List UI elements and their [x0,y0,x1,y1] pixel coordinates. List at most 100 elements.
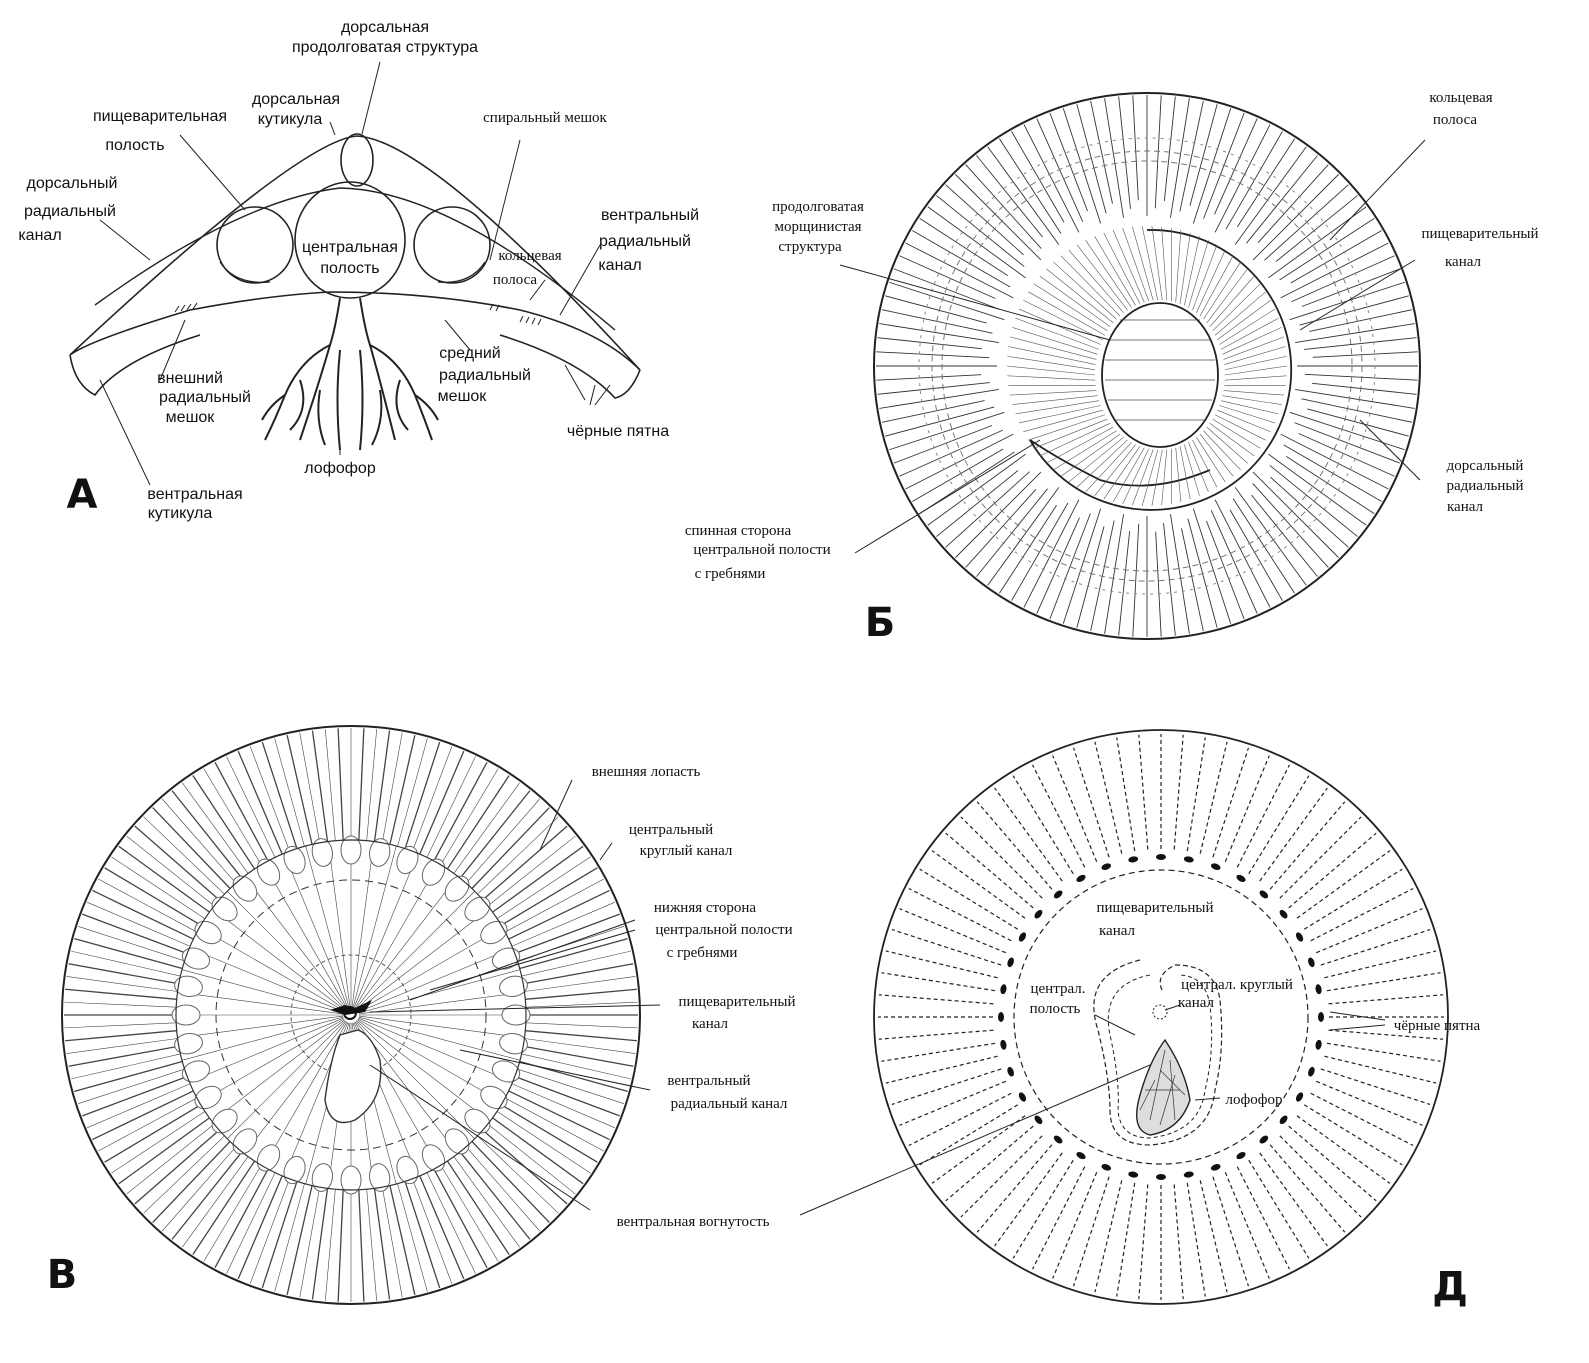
radial-canal-b [1246,155,1318,244]
spiral-hatch [1199,433,1234,477]
radial-canal-b [1062,508,1102,624]
radial-canal-v [525,1030,637,1042]
digestive-canal-ring [1013,869,1309,1165]
spiral-hatch [1033,418,1108,449]
radial-canal-b [1076,104,1107,214]
radial-canal-d [919,1104,1019,1166]
radial-canal-v [453,1156,520,1248]
radial-canal-d [994,1152,1063,1247]
black-spot [1236,1151,1246,1160]
spiral-hatch [1217,300,1271,341]
black-spot [998,1012,1004,1022]
radial-canal-v [471,1141,550,1223]
radial-canal-b [881,400,985,423]
inner-ray-v [353,853,419,1008]
radial-canal-v [64,1022,177,1029]
spiral-hatch [1053,261,1117,320]
outer-lobe [171,1004,201,1026]
spiral-hatch [1060,433,1121,477]
radial-canal-b [912,448,1004,502]
radial-canal-b [1104,514,1124,634]
digestive-cavity-right [413,206,491,284]
radial-canal-v [514,1075,620,1117]
radial-canal-d [1315,1080,1423,1126]
radial-canal-b [1229,509,1283,601]
inner-ray-v [357,1019,491,1122]
radial-canal-b [999,138,1062,234]
spiral-hatch [1206,426,1248,464]
radial-canal-d [1326,1042,1441,1062]
radial-canal-v [299,1187,321,1298]
spiral-hatch [1212,418,1261,449]
inner-ray-v [177,1015,344,1039]
radial-canal-d [1288,1125,1377,1202]
radial-canal-b [1252,174,1339,261]
radial-canal-b [1076,526,1105,628]
radial-canal-v [459,1151,531,1240]
radial-canal-v [64,1001,177,1008]
black-spot [1308,1066,1315,1077]
radial-canal-d [1052,755,1098,863]
radial-canal-v [74,1060,183,1092]
radial-canal-b [1295,323,1415,343]
spiral-hatch [1007,355,1096,371]
black-spots-d [998,854,1324,1180]
central-cavity [294,181,406,299]
radial-canal-v [66,976,178,992]
radial-canal-v [299,732,321,843]
radial-canal-d [885,1055,998,1084]
spiral-hatch [1028,414,1105,441]
outer-lobe [421,1144,446,1172]
radial-canal-v [171,1151,243,1240]
spiral-hatch [1015,317,1100,350]
spiral-hatch [1023,300,1103,341]
radial-canal-v [525,1001,638,1008]
radial-canal-d [1236,1166,1291,1270]
black-spot [1000,984,1007,995]
radial-canal-d [945,1125,1034,1202]
radial-canal-v [508,1090,610,1141]
outer-lobe [256,1144,281,1172]
radial-canal-d [1288,832,1377,909]
spiral-hatch [1006,365,1096,376]
outer-lobe [491,1060,521,1083]
radial-canal-b [1155,531,1162,637]
radial-canal-v [161,798,237,884]
black-spot [1315,984,1322,995]
black-spot [1101,863,1112,870]
black-spot [1259,1135,1269,1144]
radial-canal-d [1173,1184,1184,1300]
radial-canal-d [1224,755,1270,863]
outer-lobe [464,1108,491,1134]
radial-canal-b [1049,112,1088,212]
radial-canal-d [1012,775,1074,875]
radial-canal-v [487,835,576,907]
radial-canal-v [143,816,225,895]
radial-canal-v [453,782,520,874]
radial-canal-d [1328,994,1444,1005]
spiral-hatch [1203,261,1241,320]
label-outer-lobe: внешняя лопасть [592,764,701,780]
radial-canal-b [1192,508,1232,624]
radial-canal-b [1304,337,1417,350]
spiral-hatch [1161,449,1168,506]
radial-canal-b [1163,96,1176,201]
radial-canal-d [1031,1166,1086,1270]
radial-canals-b [876,95,1418,637]
outer-lobe [444,1128,470,1155]
black-spot [1236,874,1246,883]
label-black-spots-a: чёрные пятна [567,423,669,440]
radial-canal-v [274,738,305,847]
panel-letter-a: А [67,472,98,518]
radial-canal-v [226,756,276,858]
radial-canal-d [1320,1068,1431,1106]
spiral-hatch [1076,244,1128,311]
inner-ray-v [211,908,345,1011]
radial-canal-v [524,1038,636,1054]
radial-canal-v [82,913,188,955]
